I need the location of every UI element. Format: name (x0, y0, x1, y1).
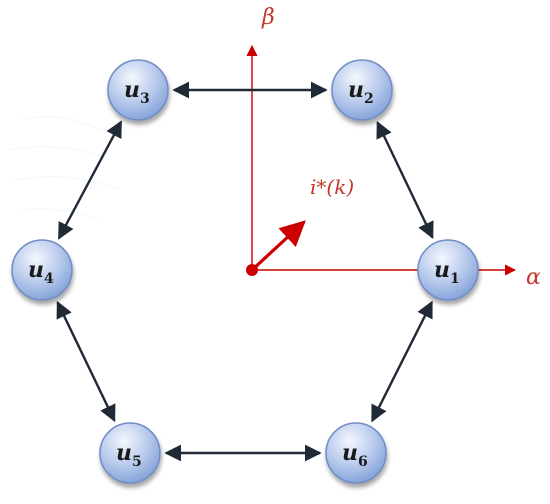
transition-arrow-u3-u4 (57, 120, 123, 240)
node-label: u1 (434, 257, 460, 287)
reference-vector: i*(k) (246, 175, 354, 276)
beta-axis-label: β (261, 5, 275, 30)
origin-point (246, 264, 258, 276)
transition-arrow-u6-u1 (371, 300, 433, 423)
node-subscript: 3 (140, 91, 150, 107)
node-circle (107, 59, 169, 121)
node-circle (99, 422, 161, 484)
transitions (56, 81, 434, 462)
node-subscript: 1 (450, 271, 460, 287)
node-circle (331, 59, 393, 121)
node-letter: u (116, 440, 132, 466)
alpha-axis-label: α (526, 265, 541, 290)
node-u3: u3 (107, 59, 169, 121)
node-label: u3 (124, 77, 150, 107)
node-u6: u6 (325, 422, 387, 484)
node-u2: u2 (331, 59, 393, 121)
reference-vector-arrow (250, 220, 306, 272)
reference-vector-label: i*(k) (310, 175, 354, 199)
node-subscript: 4 (44, 271, 54, 287)
node-label: u5 (116, 440, 142, 470)
node-u5: u5 (99, 422, 161, 484)
node-u4: u4 (11, 239, 73, 301)
transition-arrow-u1-u2 (376, 120, 434, 240)
transition-arrow-u4-u5 (56, 300, 116, 423)
node-circle (417, 239, 479, 301)
node-letter: u (124, 77, 140, 103)
axes: β α (246, 5, 541, 290)
node-circle (325, 422, 387, 484)
node-u1: u1 (417, 239, 479, 301)
node-subscript: 6 (358, 454, 368, 470)
node-letter: u (342, 440, 358, 466)
background-watermark (9, 116, 121, 221)
node-letter: u (348, 77, 364, 103)
node-subscript: 2 (364, 91, 374, 107)
node-label: u4 (28, 257, 54, 287)
node-label: u6 (342, 440, 368, 470)
node-letter: u (434, 257, 450, 283)
node-label: u2 (348, 77, 374, 107)
node-circle (11, 239, 73, 301)
node-letter: u (28, 257, 44, 283)
node-subscript: 5 (132, 454, 142, 470)
